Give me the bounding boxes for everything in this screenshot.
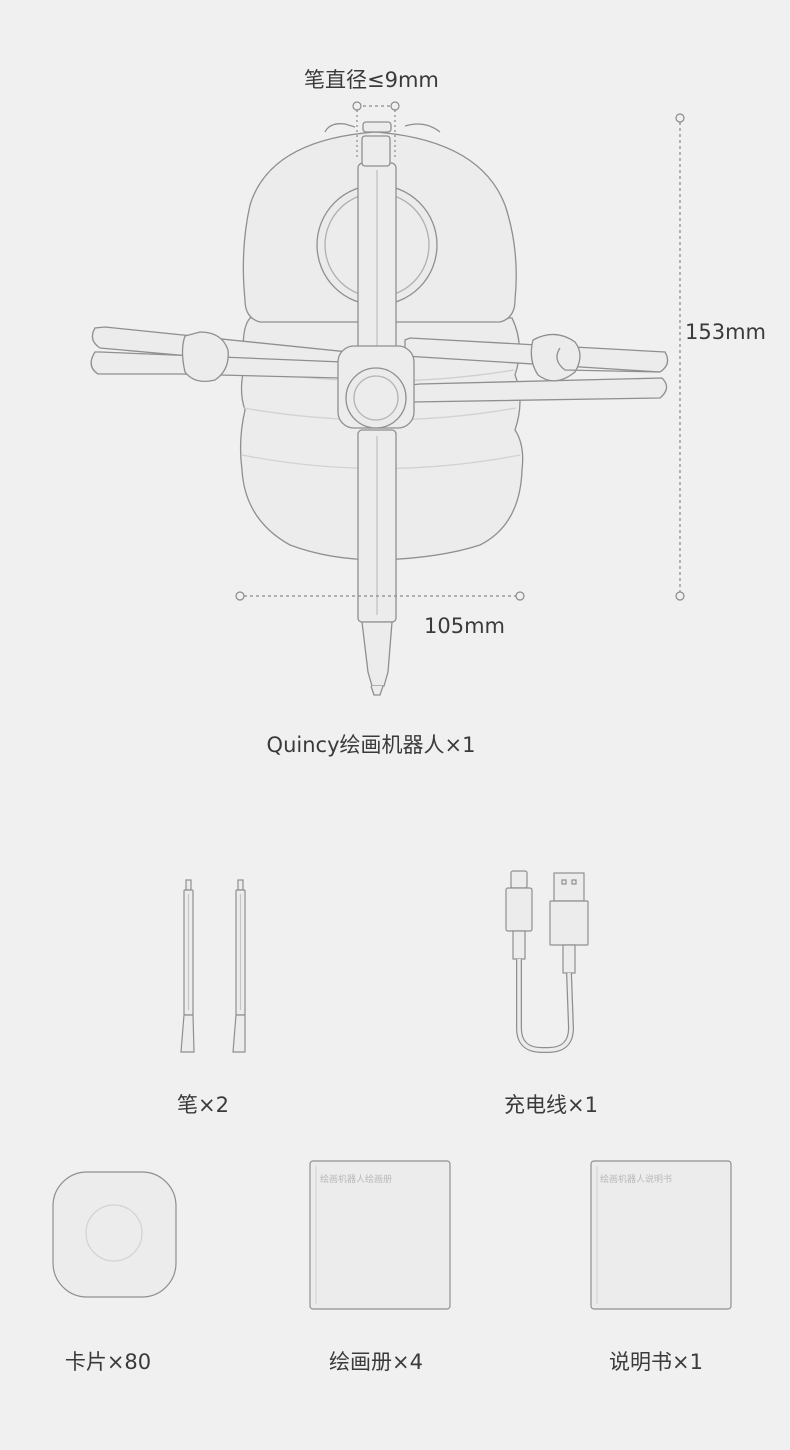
width-label: 105mm	[424, 614, 505, 638]
robot-top-bump-left	[324, 123, 356, 133]
robot-top-bump-right	[404, 123, 441, 133]
pen-diameter-label: 笔直径≤9mm	[304, 68, 439, 92]
drawing-book-caption: 绘画册×4	[329, 1350, 423, 1374]
manual-cover-text: 绘画机器人说明书	[600, 1175, 673, 1185]
robot-pen-tip	[361, 621, 393, 687]
robot-illustration	[90, 101, 685, 696]
pen-diameter-marker-right	[390, 101, 400, 111]
width-marker-left	[235, 591, 245, 601]
charging-cable	[505, 870, 589, 1053]
pen-1	[180, 879, 195, 1053]
pen-diameter-marker-left	[352, 101, 362, 111]
manual-caption: 说明书×1	[609, 1350, 703, 1374]
height-marker-bottom	[675, 591, 685, 601]
drawing-book-cover-text: 绘画机器人绘画册	[320, 1175, 393, 1185]
pen-2	[232, 879, 246, 1053]
height-marker-top	[675, 113, 685, 123]
width-marker-right	[515, 591, 525, 601]
cards-caption: 卡片×80	[64, 1350, 152, 1374]
robot-caption: Quincy绘画机器人×1	[266, 733, 476, 757]
pens-caption: 笔×2	[177, 1093, 229, 1117]
robot-arm-right-lower	[409, 377, 668, 403]
card-stack	[52, 1171, 177, 1298]
height-label: 153mm	[685, 320, 766, 344]
cable-caption: 充电线×1	[504, 1093, 598, 1117]
